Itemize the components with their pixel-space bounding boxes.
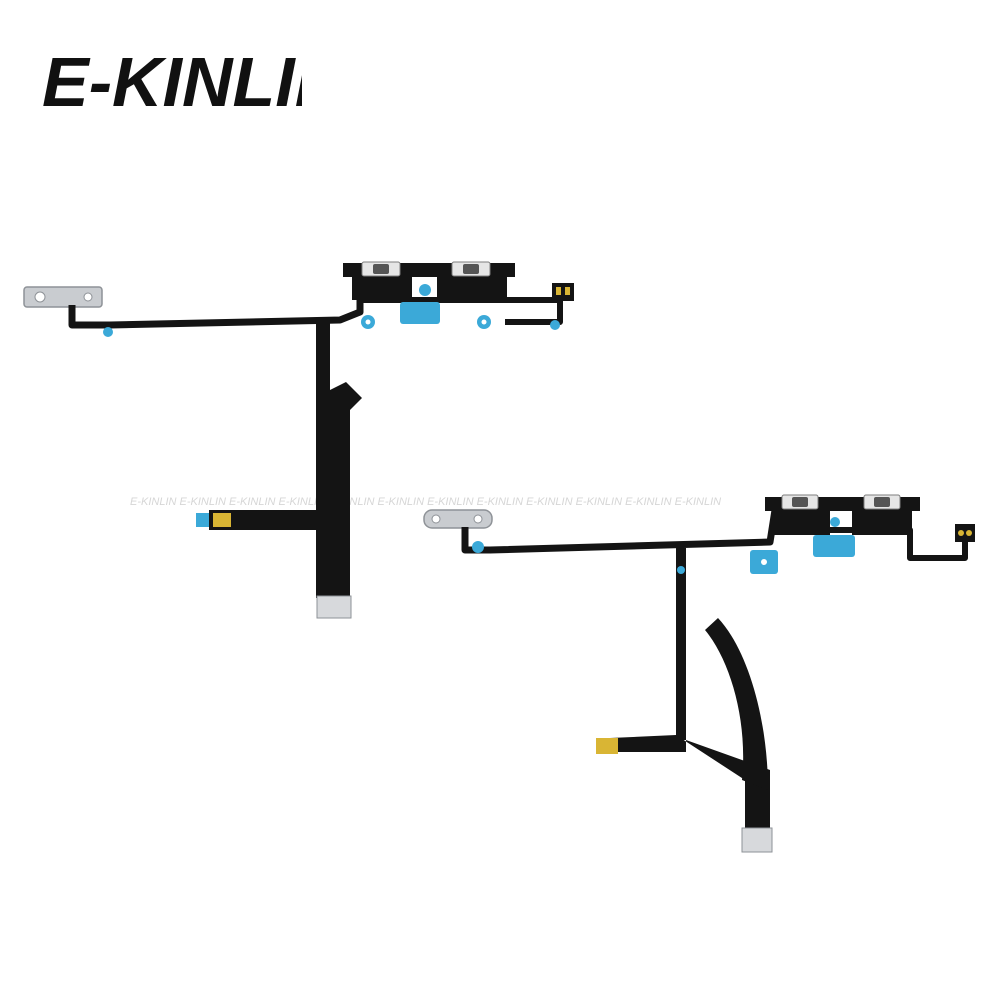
gold-contact-pad-left bbox=[213, 513, 231, 527]
stiffener-right-center bbox=[813, 535, 855, 557]
brand-logo-text: E-KINLIN bbox=[42, 43, 302, 118]
svg-text:E-KINLIN E-KINLIN E-KINLIN: E-KINLIN E-KINLIN E-KINLIN E-KINLIN E-KI… bbox=[130, 496, 721, 508]
gold-contact-pad-right bbox=[596, 738, 618, 754]
metal-bracket-left bbox=[23, 286, 103, 308]
volume-button-4 bbox=[863, 494, 901, 510]
watermark-row: E-KINLIN E-KINLIN E-KINLIN E-KINLIN E-KI… bbox=[130, 496, 721, 508]
flex-cable-right bbox=[423, 494, 975, 853]
volume-button-3 bbox=[781, 494, 819, 510]
metal-connector-left bbox=[316, 595, 352, 619]
metal-connector-right bbox=[741, 827, 773, 853]
flex-cable-left bbox=[23, 261, 574, 619]
brand-logo: E-KINLIN bbox=[42, 43, 302, 118]
volume-button-2 bbox=[451, 261, 491, 277]
volume-button-1 bbox=[361, 261, 401, 277]
metal-bracket-right bbox=[423, 509, 493, 529]
stiffener-left-center bbox=[400, 302, 440, 324]
